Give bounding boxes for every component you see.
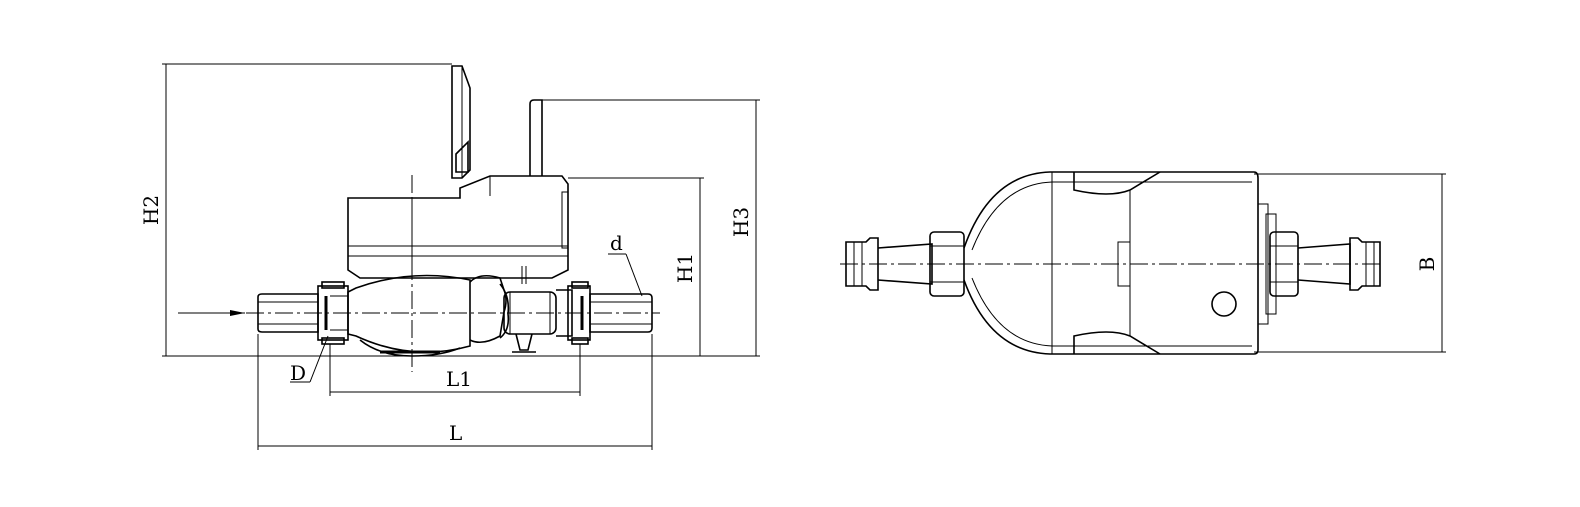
leader-d — [608, 253, 643, 297]
meter-body — [347, 266, 573, 357]
top-left-nut — [929, 231, 965, 297]
left-connector — [257, 281, 349, 345]
leader-d-major — [290, 335, 329, 383]
top-left-pipe — [845, 237, 933, 291]
top-body — [963, 171, 1277, 355]
label-d: d — [610, 231, 623, 255]
label-d-major: D — [290, 361, 306, 385]
label-l1: L1 — [446, 367, 472, 391]
top-view: B — [840, 171, 1446, 355]
label-l: L — [449, 421, 462, 445]
side-view: H2 H1 H3 d D L1 — [139, 63, 760, 450]
label-h3: H3 — [729, 207, 753, 237]
top-right-pipe — [1297, 237, 1381, 291]
dim-h3 — [542, 99, 760, 356]
label-b: B — [1415, 257, 1439, 272]
dim-l1 — [329, 344, 581, 396]
top-right-nut — [1269, 231, 1299, 297]
antenna-rod — [529, 99, 543, 176]
flip-lid — [451, 65, 471, 179]
dim-b — [1254, 173, 1446, 353]
label-h1: H1 — [673, 253, 697, 283]
dim-h2 — [162, 63, 760, 357]
register-head — [347, 175, 569, 279]
dim-l — [257, 334, 653, 450]
dim-h1 — [568, 177, 704, 356]
label-h2: H2 — [139, 195, 163, 225]
